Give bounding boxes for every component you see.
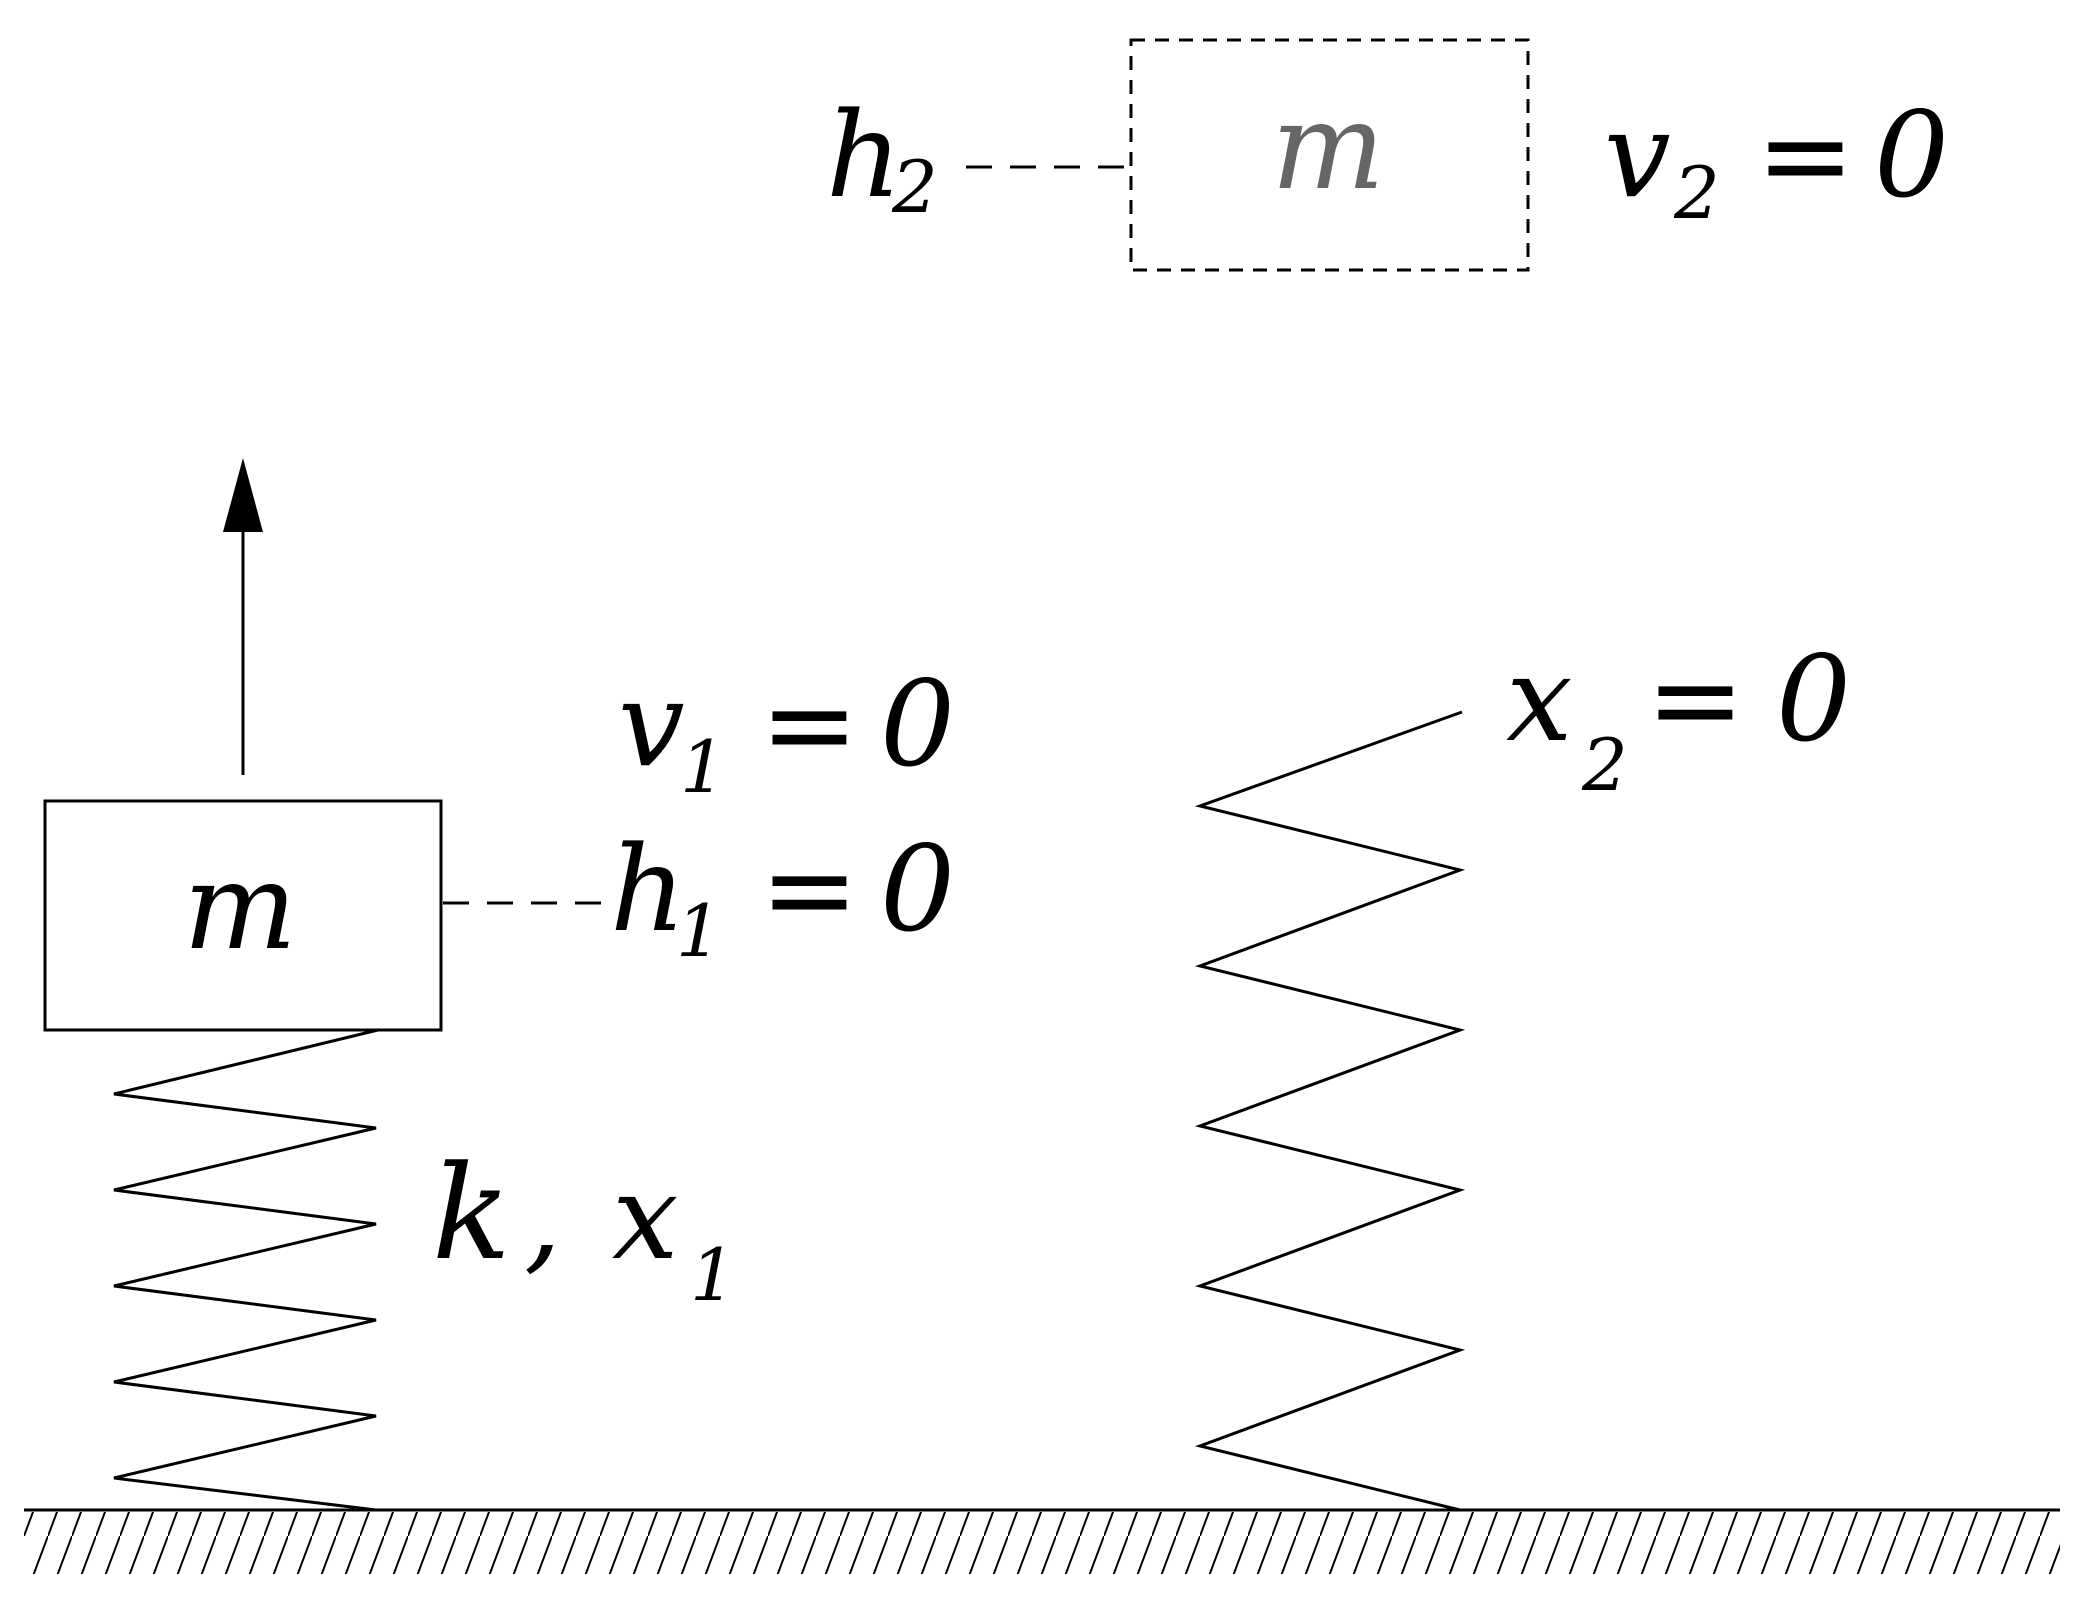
spring-separator: , [524,1148,562,1286]
h1-value: 0 [880,820,955,958]
x2-value: 0 [1776,630,1851,768]
final-mass-label: m [1271,78,1385,217]
v2-symbol: v [1604,86,1671,224]
x2-subscript: 2 [1581,723,1628,807]
v1-equals: = [760,655,859,793]
initial-mass-block: m [43,799,443,1032]
v1-equation: v 1 = 0 [618,655,955,809]
h2-label: h 2 [826,86,938,229]
spring-label: k , x 1 [432,1137,736,1317]
x1-symbol: x [612,1148,679,1286]
h1-subscript: 1 [676,889,722,973]
compressed-spring [113,1028,379,1512]
ground [24,1508,2060,1574]
h2-subscript: 2 [891,145,938,229]
v1-subscript: 1 [680,725,726,809]
x2-equals: = [1646,630,1745,768]
v1-symbol: v [618,655,685,793]
h2-symbol: h [826,86,902,224]
final-mass-box [1129,38,1530,272]
v1-value: 0 [880,655,955,793]
h1-equation: h 1 = 0 [610,820,955,973]
initial-mass-box [43,799,443,1032]
v2-equals: = [1756,86,1855,224]
relaxed-spring [1194,710,1466,1512]
x2-equation: x 2 = 0 [1506,630,1851,807]
x2-symbol: x [1506,630,1573,768]
v2-subscript: 2 [1673,151,1720,235]
h1-equals: = [760,820,859,958]
ground-hatching [24,1512,2060,1574]
initial-mass-label: m [183,838,297,977]
v2-value: 0 [1874,86,1949,224]
final-mass-block: m [1129,38,1530,272]
arrow-head [223,458,263,532]
spring-constant: k [432,1137,511,1289]
h1-symbol: h [610,820,686,958]
x1-subscript: 1 [690,1233,736,1317]
upward-arrow [223,458,263,775]
v2-equation: v 2 = 0 [1604,86,1949,235]
